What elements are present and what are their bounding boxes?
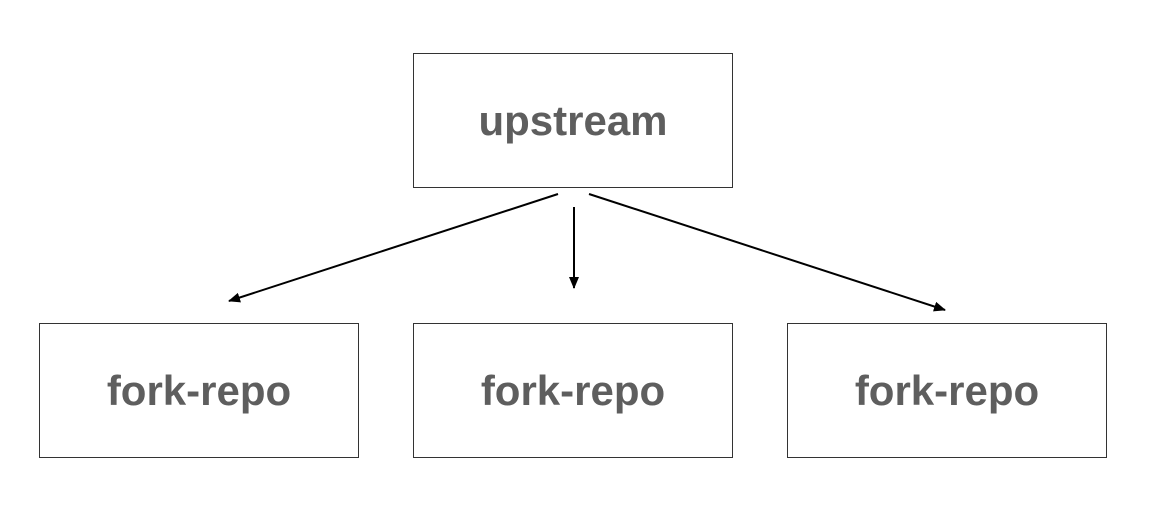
edge-upstream-to-fork-3 [588,193,946,312]
fork-repo-label-center: fork-repo [480,366,666,414]
fork-repo-label-right: fork-repo [854,366,1040,414]
fork-repo-node-right: fork-repo [787,323,1107,458]
edge-upstream-to-fork-1 [228,193,559,303]
upstream-node: upstream [413,53,733,188]
fork-repo-node-center: fork-repo [413,323,733,458]
fork-repo-node-left: fork-repo [39,323,359,458]
upstream-label: upstream [478,96,668,144]
fork-repo-label-left: fork-repo [106,366,292,414]
